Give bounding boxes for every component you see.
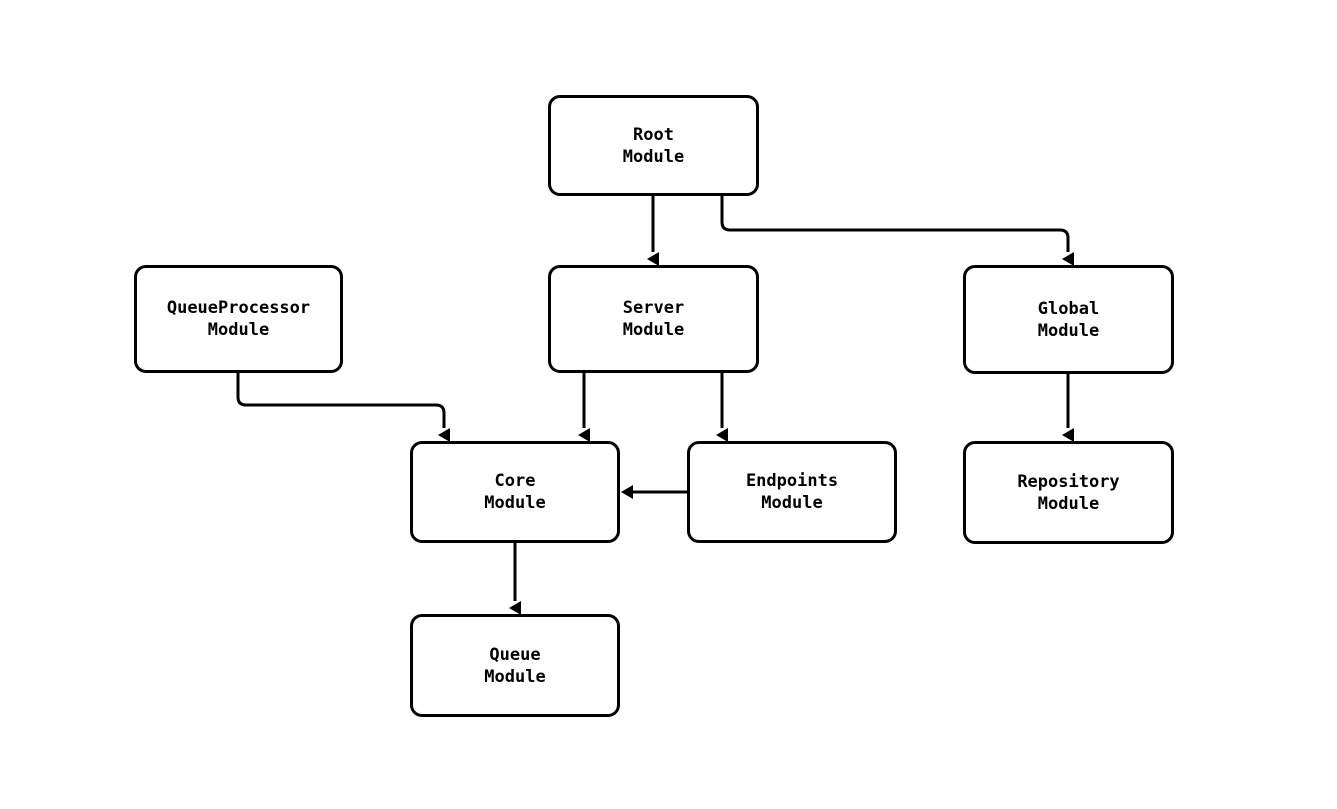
node-queue-module[interactable]: Queue Module bbox=[410, 614, 620, 717]
node-label-line1: Repository bbox=[1017, 471, 1120, 492]
node-label-line1: Endpoints bbox=[745, 471, 839, 491]
node-queueprocessor-module[interactable]: QueueProcessor Module bbox=[134, 265, 343, 373]
node-root-module[interactable]: Root Module bbox=[548, 95, 759, 196]
node-server-module[interactable]: Server Module bbox=[548, 265, 759, 373]
node-label-line1: Core bbox=[494, 471, 536, 491]
node-label-line1: Queue bbox=[489, 644, 541, 665]
edge-queueprocessor-to-core bbox=[236, 373, 450, 442]
node-label-line2: Module bbox=[761, 493, 823, 513]
node-label-line2: Module bbox=[1037, 320, 1100, 341]
node-endpoints-module[interactable]: Endpoints Module bbox=[687, 441, 897, 543]
node-label-line2: Module bbox=[622, 146, 685, 167]
node-label-line1: Root bbox=[633, 124, 674, 145]
edge-root-to-global bbox=[720, 196, 1074, 266]
node-label-line1: Server bbox=[622, 298, 685, 318]
node-global-module[interactable]: Global Module bbox=[963, 265, 1174, 374]
node-label-line2: Module bbox=[484, 666, 546, 687]
node-core-module[interactable]: Core Module bbox=[410, 441, 620, 543]
node-repository-module[interactable]: Repository Module bbox=[963, 441, 1174, 544]
node-label-line1: QueueProcessor bbox=[166, 298, 311, 318]
node-label-line2: Module bbox=[484, 493, 546, 513]
node-label-line1: Global bbox=[1037, 298, 1100, 319]
node-label-line2: Module bbox=[622, 320, 685, 340]
node-label-line2: Module bbox=[1037, 493, 1100, 514]
node-label-line2: Module bbox=[207, 320, 270, 340]
edge-arrowhead-endpoints-to-core bbox=[621, 485, 633, 499]
